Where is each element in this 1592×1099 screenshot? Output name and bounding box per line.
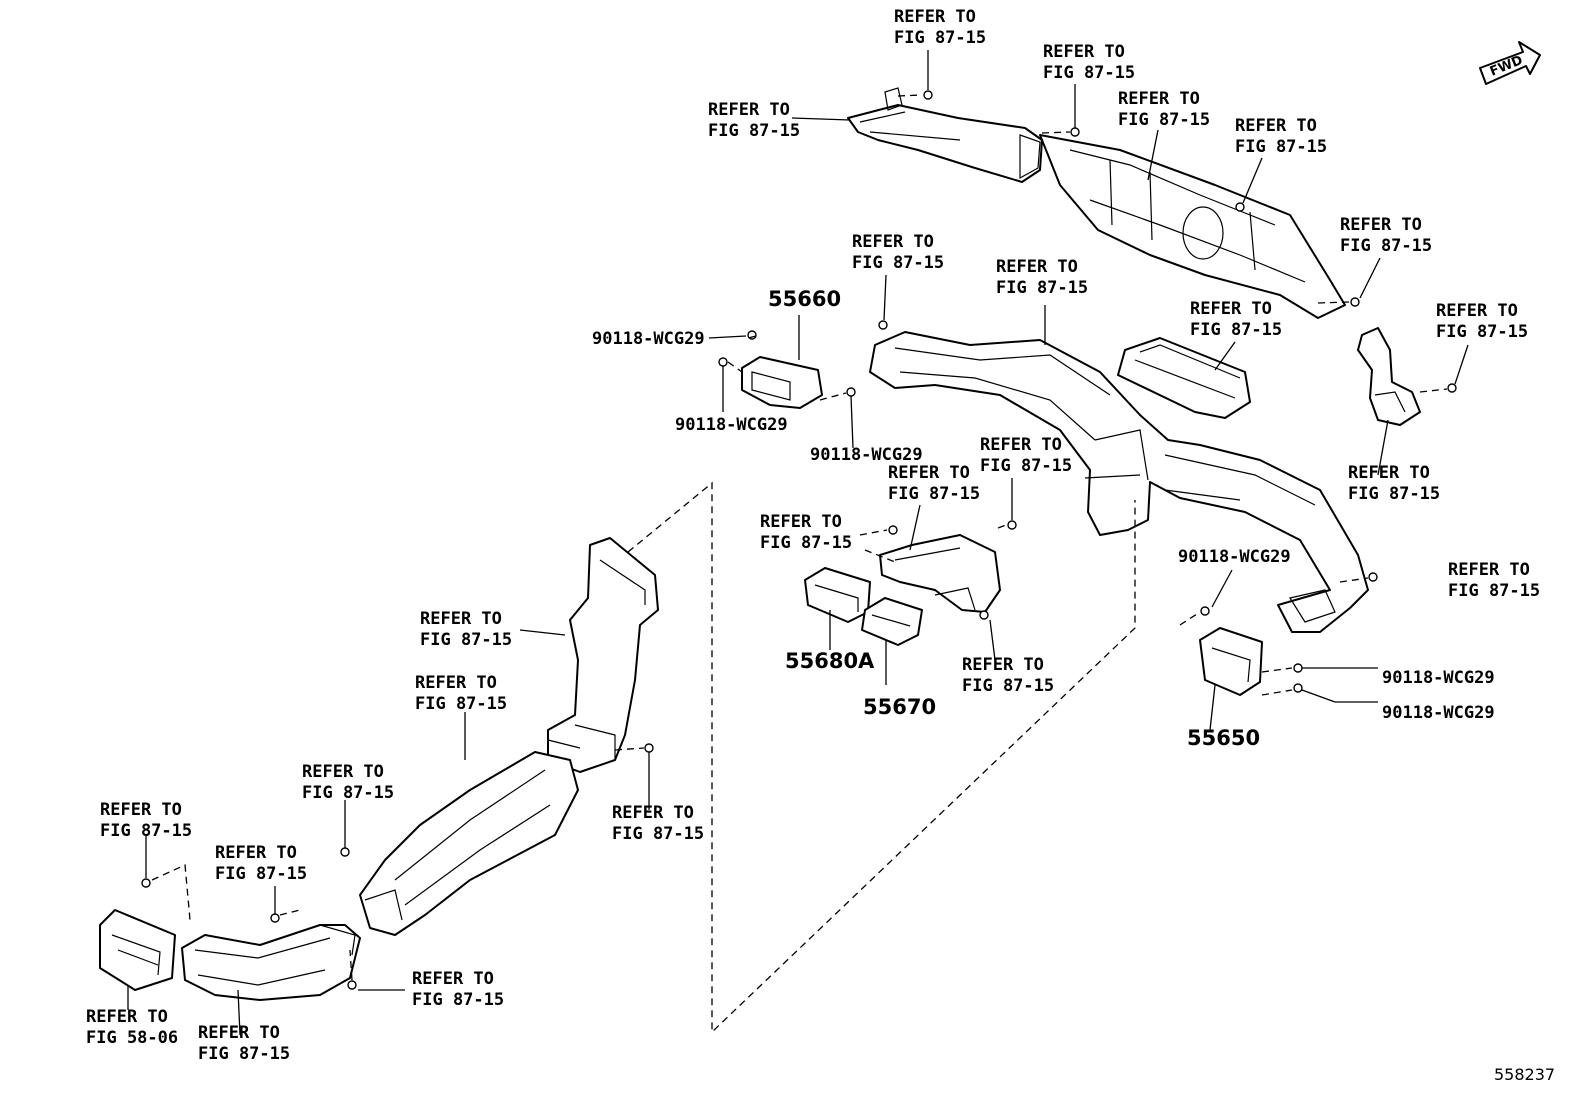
register-55650 [1199, 627, 1263, 696]
left-foot-duct [359, 751, 579, 936]
part-number-55660: 55660 [768, 287, 841, 311]
screw-label: 90118-WCG29 [810, 445, 923, 465]
register-55680A [804, 567, 871, 623]
main-center-duct [869, 331, 1369, 633]
center-register-duct [1039, 134, 1346, 319]
right-side-duct [1357, 327, 1421, 426]
screw-fasteners [141, 90, 1457, 990]
part-number-55670: 55670 [863, 695, 936, 719]
leader-lines [127, 50, 1469, 1036]
upper-side-duct [847, 87, 1043, 183]
screw-label: 90118-WCG29 [1178, 547, 1291, 567]
fwd-direction-arrow: FWD [1479, 41, 1541, 85]
screw-label: 90118-WCG29 [1382, 703, 1495, 723]
part-number-55650: 55650 [1187, 726, 1260, 750]
diagram-id: 558237 [1494, 1065, 1555, 1084]
screw-label: 90118-WCG29 [675, 415, 788, 435]
center-small-register [1117, 337, 1251, 419]
lower-left-register [99, 909, 176, 991]
register-55670 [861, 597, 923, 646]
lower-left-duct [181, 924, 361, 1001]
left-upper-duct [547, 537, 659, 773]
part-number-55680A: 55680A [785, 649, 875, 673]
register-55660 [741, 356, 823, 409]
center-lower-duct [879, 534, 1001, 613]
screw-label: 90118-WCG29 [592, 329, 705, 349]
screw-label: 90118-WCG29 [1382, 668, 1495, 688]
